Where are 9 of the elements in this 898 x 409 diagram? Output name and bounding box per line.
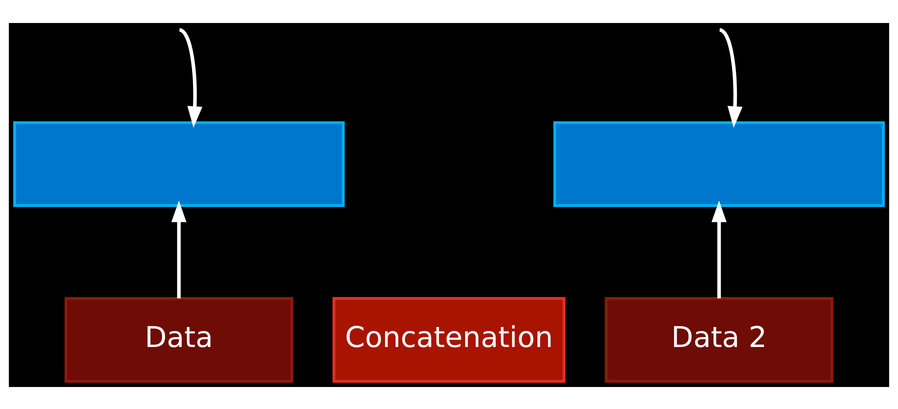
node-box <box>13 120 345 206</box>
arrow <box>712 200 727 298</box>
node-box: Data 2 <box>604 296 834 382</box>
arrow <box>719 28 743 128</box>
node-box <box>553 120 885 206</box>
arrow <box>178 28 202 128</box>
node-box: Concatenation <box>332 296 566 382</box>
node-box: Data <box>64 296 294 382</box>
arrow <box>171 200 186 298</box>
